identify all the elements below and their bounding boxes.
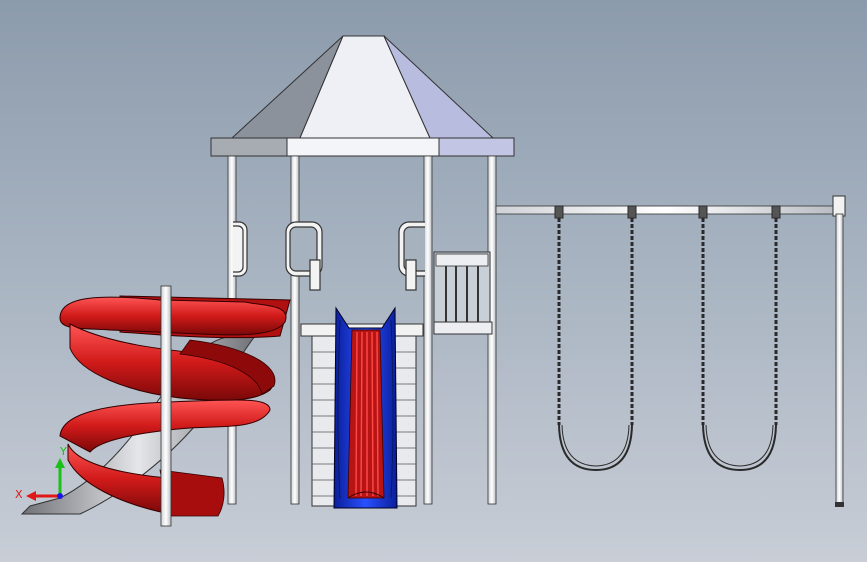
- beam-cap: [832, 195, 846, 217]
- post-foot: [835, 502, 844, 507]
- swing-beam: [495, 205, 837, 215]
- roof-fascia-right: [438, 137, 515, 157]
- swing-2[interactable]: [698, 205, 781, 472]
- post-2: [290, 155, 300, 505]
- z-axis-dot: [57, 493, 63, 499]
- y-axis-label: Y: [59, 445, 67, 458]
- swing-frame[interactable]: [495, 195, 846, 507]
- coordinate-triad: X Y: [15, 445, 67, 501]
- roof-fascia-center: [286, 137, 440, 157]
- roof-fascia-left: [210, 137, 288, 157]
- hand-grips[interactable]: [233, 221, 425, 291]
- slide-pole: [160, 285, 172, 527]
- x-axis-label: X: [15, 488, 23, 501]
- climbing-wall[interactable]: [333, 306, 398, 509]
- roof[interactable]: [210, 35, 515, 157]
- deck-panel[interactable]: [433, 251, 493, 335]
- swing-post: [835, 213, 844, 505]
- swing-1[interactable]: [554, 205, 637, 472]
- post-3: [423, 155, 433, 505]
- spiral-slide[interactable]: [20, 285, 291, 527]
